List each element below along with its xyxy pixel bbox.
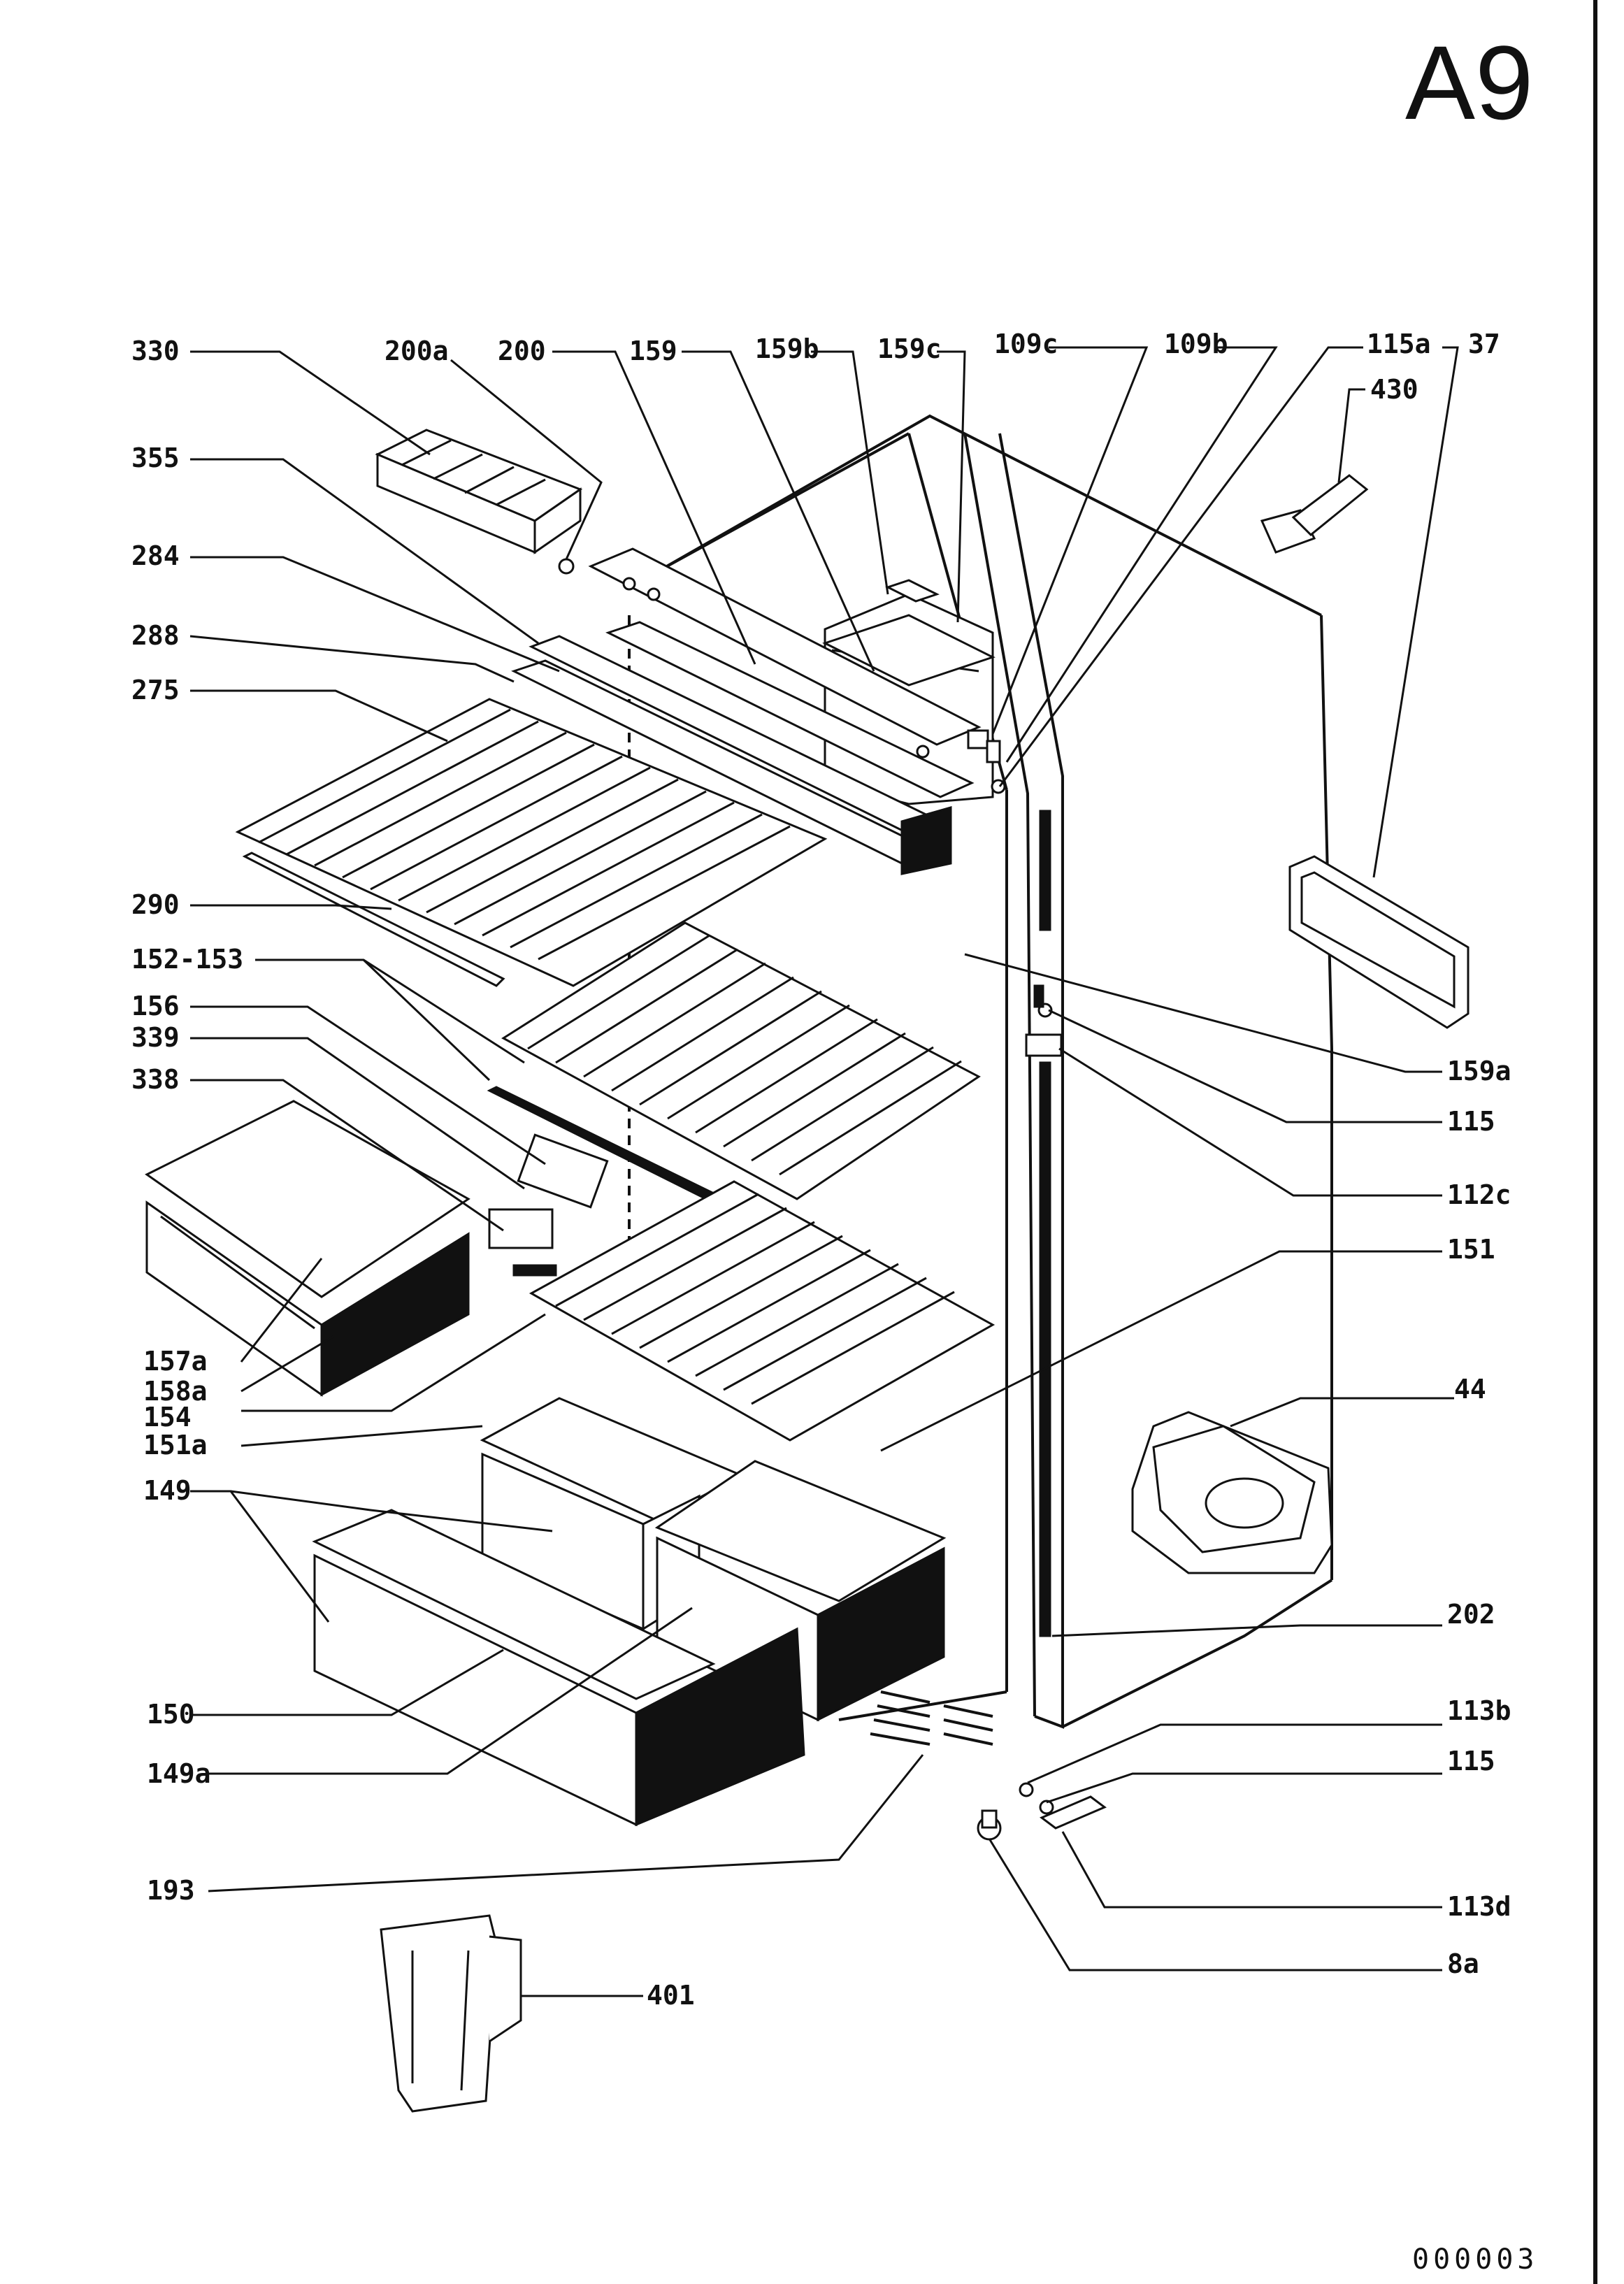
label-149a: 149a xyxy=(147,1758,211,1789)
label-159c: 159c xyxy=(877,333,942,364)
label-8a: 8a xyxy=(1447,1948,1479,1979)
water-jug xyxy=(380,1914,522,2113)
sheet-title: A9 xyxy=(1405,24,1533,141)
label-115-lower: 115 xyxy=(1447,1746,1495,1776)
label-339: 339 xyxy=(131,1022,180,1053)
label-113d: 113d xyxy=(1447,1891,1511,1922)
label-288: 288 xyxy=(131,620,180,651)
label-154: 154 xyxy=(143,1402,192,1432)
label-152-153: 152-153 xyxy=(131,944,243,975)
label-202: 202 xyxy=(1447,1599,1495,1630)
label-330: 330 xyxy=(131,336,180,366)
label-200: 200 xyxy=(498,336,546,366)
bottom-hinge-parts xyxy=(977,1782,1107,1841)
label-159: 159 xyxy=(629,336,677,366)
label-112c: 112c xyxy=(1447,1179,1511,1210)
label-275: 275 xyxy=(131,675,180,705)
label-109b: 109b xyxy=(1164,329,1228,359)
upper-wire-shelf xyxy=(235,698,828,987)
door-tray xyxy=(1288,855,1469,1029)
label-109c: 109c xyxy=(994,329,1058,359)
evaporator-bars xyxy=(511,635,952,875)
label-284: 284 xyxy=(131,540,180,571)
label-430: 430 xyxy=(1370,374,1418,405)
label-150: 150 xyxy=(147,1699,195,1730)
label-44: 44 xyxy=(1454,1374,1486,1405)
label-401: 401 xyxy=(647,1980,695,2011)
cover-plate xyxy=(822,579,996,687)
sheet-code: 000003 xyxy=(1412,2243,1539,2276)
top-rail-assembly xyxy=(558,547,982,798)
label-37: 37 xyxy=(1468,329,1500,359)
label-290: 290 xyxy=(131,889,180,920)
label-193: 193 xyxy=(147,1875,195,1906)
leader-lines xyxy=(189,346,1459,1997)
label-149: 149 xyxy=(143,1475,192,1506)
label-115-upper: 115 xyxy=(1447,1106,1495,1137)
callout-labels: 330 200a 200 159 159b 159c 109c 109b 115… xyxy=(131,329,1511,2011)
shelf-brackets xyxy=(488,1133,609,1277)
egg-holder xyxy=(1131,1411,1333,1574)
ice-cube-tray xyxy=(375,429,583,554)
label-157a: 157a xyxy=(143,1346,208,1377)
lower-wire-shelf xyxy=(529,1180,996,1442)
label-151a: 151a xyxy=(143,1430,208,1460)
label-159b: 159b xyxy=(755,333,819,364)
top-hinge-parts xyxy=(967,729,1063,1057)
label-159a: 159a xyxy=(1447,1056,1511,1086)
label-151: 151 xyxy=(1447,1234,1495,1265)
label-200a: 200a xyxy=(385,336,449,366)
label-355: 355 xyxy=(131,443,180,473)
label-158a: 158a xyxy=(143,1376,208,1407)
label-156: 156 xyxy=(131,991,180,1021)
chiller-drawer xyxy=(145,1100,470,1397)
label-338: 338 xyxy=(131,1064,180,1095)
label-113b: 113b xyxy=(1447,1695,1511,1726)
ice-scraper xyxy=(1260,474,1369,554)
label-115a: 115a xyxy=(1367,329,1431,359)
lower-bin xyxy=(312,1509,805,1827)
